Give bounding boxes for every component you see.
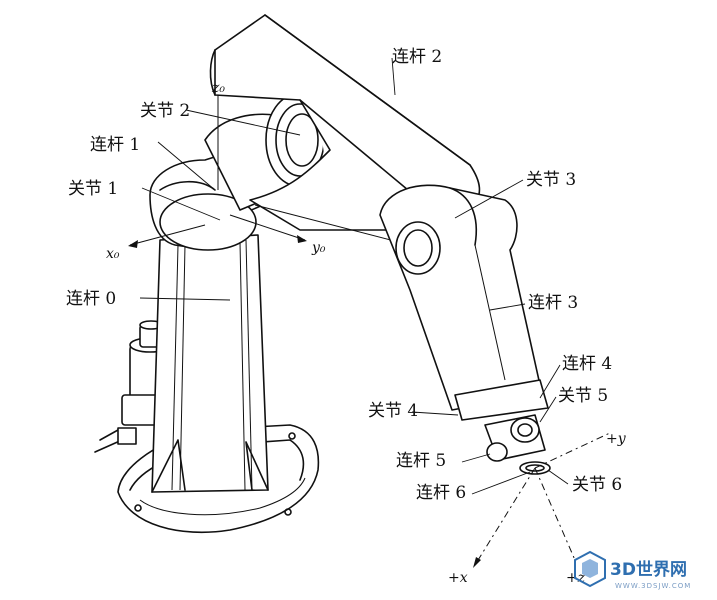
label-joint-5: 关节 5 bbox=[558, 386, 608, 406]
label-link-0: 连杆 0 bbox=[66, 289, 116, 309]
watermark-text: 3D世界网 bbox=[610, 560, 687, 580]
wrist-assembly bbox=[454, 379, 551, 475]
label-link-5: 连杆 5 bbox=[396, 451, 446, 471]
label-joint-4: 关节 4 bbox=[368, 401, 418, 421]
base-axes bbox=[128, 95, 307, 248]
watermark-logo: 3D世界网 WWW.3DSJW.COM bbox=[574, 550, 691, 590]
axis-label-z0: z₀ bbox=[211, 80, 225, 96]
column-link-0 bbox=[151, 234, 269, 493]
label-joint-1: 关节 1 bbox=[68, 179, 118, 199]
label-link-3: 连杆 3 bbox=[528, 293, 578, 313]
label-joint-3: 关节 3 bbox=[526, 170, 576, 190]
axis-label-x0: x₀ bbox=[106, 246, 120, 262]
axis-label-plus-y: +y bbox=[606, 431, 627, 447]
label-link-2: 连杆 2 bbox=[392, 47, 442, 67]
upper-arm-link-2 bbox=[209, 14, 481, 246]
tool-axes bbox=[473, 431, 613, 568]
axis-label-y0: y₀ bbox=[311, 240, 326, 256]
watermark-url: WWW.3DSJW.COM bbox=[615, 582, 691, 590]
forearm-link-3 bbox=[379, 184, 541, 411]
label-joint-6: 关节 6 bbox=[572, 475, 622, 495]
label-joint-2: 关节 2 bbox=[140, 101, 190, 121]
axis-label-plus-x: +x bbox=[448, 570, 468, 586]
label-link-4: 连杆 4 bbox=[562, 354, 612, 374]
label-link-1: 连杆 1 bbox=[90, 135, 140, 155]
label-link-6: 连杆 6 bbox=[416, 483, 466, 503]
leader-lines bbox=[139, 57, 569, 495]
